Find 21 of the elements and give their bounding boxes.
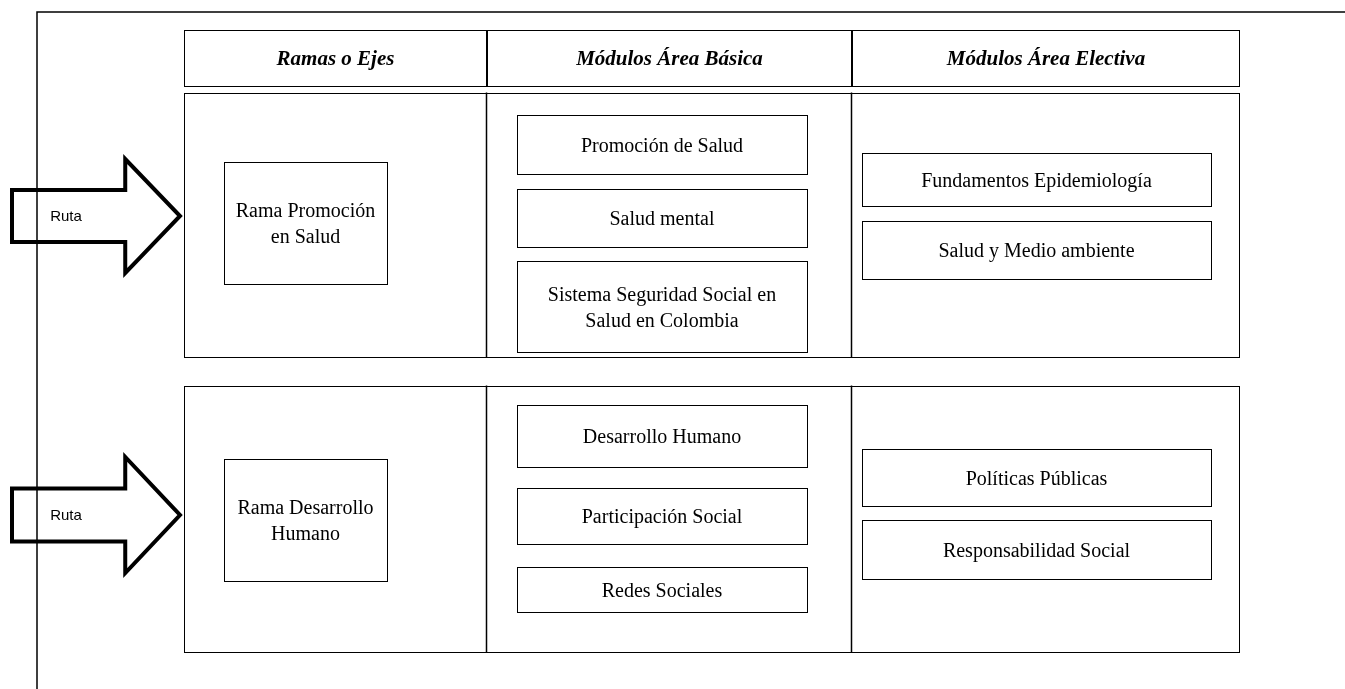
arrow-label: Ruta bbox=[50, 206, 82, 226]
module-box: Fundamentos Epidemiología bbox=[861, 152, 1212, 207]
module-box: Salud mental bbox=[516, 188, 808, 248]
row-panel bbox=[184, 93, 1240, 358]
module-box: Redes Sociales bbox=[516, 566, 808, 613]
module-box: Sistema Seguridad Social en Salud en Colombia bbox=[516, 260, 808, 353]
row-panel bbox=[184, 386, 1240, 653]
module-box: Rama Promoción en Salud bbox=[223, 161, 388, 285]
block-arrow bbox=[10, 455, 182, 575]
column-header: Ramas o Ejes bbox=[184, 30, 487, 87]
module-box: Salud y Medio ambiente bbox=[861, 220, 1212, 280]
arrow-label: Ruta bbox=[50, 505, 82, 525]
module-box: Responsabilidad Social bbox=[861, 519, 1212, 580]
module-box: Promoción de Salud bbox=[516, 114, 808, 175]
column-header: Módulos Área Básica bbox=[487, 30, 852, 87]
module-box: Políticas Públicas bbox=[861, 448, 1212, 507]
block-arrow bbox=[10, 157, 182, 275]
module-box: Desarrollo Humano bbox=[516, 404, 808, 468]
module-box: Participación Social bbox=[516, 487, 808, 545]
column-header: Módulos Área Electiva bbox=[852, 30, 1240, 87]
module-box: Rama Desarrollo Humano bbox=[223, 458, 388, 582]
